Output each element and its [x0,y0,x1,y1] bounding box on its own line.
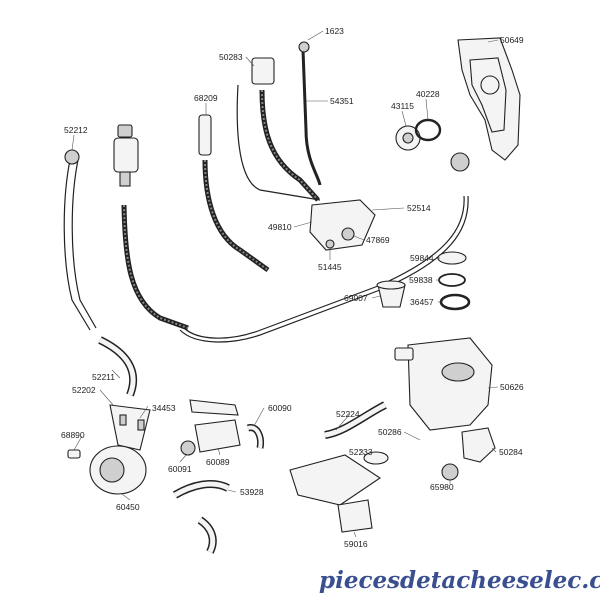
hose-52224-core [324,402,387,438]
label-59844: 59844 [410,253,434,263]
hose-53928-core [173,481,230,498]
part-center-body [113,137,139,173]
label-43115: 43115 [391,101,414,111]
part-60090-elbow-core [247,425,263,449]
part-59016-basin [289,454,381,506]
part-69007-rim [376,280,406,290]
part-number-labels: 1623 50649 50283 54351 68209 40228 43115… [61,26,524,549]
hose-50283 [259,89,320,202]
label-52233: 52233 [349,447,373,457]
part-50649-hole [480,75,500,95]
label-52211: 52211 [92,372,115,382]
part-50283-connector [251,57,275,85]
part-50626-tank [407,337,493,431]
part-50284-pump [461,427,496,463]
part-valve-top [450,152,470,172]
label-60091: 60091 [168,464,192,474]
label-59838: 59838 [409,275,433,285]
watermark-text: piecesdetacheeselec.com [319,567,600,594]
part-center-stem [119,171,131,187]
part-59838-ring [438,273,466,287]
hose-52211-core [98,337,136,396]
hose-center-core [123,204,189,329]
label-69007: 69007 [344,293,368,303]
hose-54351 [301,49,322,186]
part-65980-impeller [441,463,459,481]
part-50649-inner [469,57,507,133]
part-34453-screw-a [119,414,127,426]
label-47869: 47869 [366,235,390,245]
label-36457: 36457 [410,297,434,307]
part-60091-ring [180,440,196,456]
part-59844-cap [437,251,467,265]
part-34453-screw-b [137,419,145,431]
label-52202: 52202 [72,385,96,395]
hose-50283-core [261,89,319,201]
part-center-top [117,124,133,138]
label-50649: 50649 [500,35,524,45]
hose-68209 [202,159,270,273]
label-60089: 60089 [206,457,230,467]
label-60450: 60450 [116,502,140,512]
label-50626: 50626 [500,382,524,392]
label-59016: 59016 [344,539,368,549]
label-52224: 52224 [336,409,360,419]
part-52233-cap [363,451,389,465]
wire-50283 [236,84,321,201]
part-50626-opening [441,362,475,382]
part-40228-ring [414,118,442,142]
part-68209-tube [198,114,212,156]
part-52212-top [64,149,80,165]
label-40228: 40228 [416,89,440,99]
hose-center [121,204,189,331]
label-50284: 50284 [499,447,523,457]
part-47869-valve [341,227,355,241]
hose-52212-inner [71,159,97,329]
label-68209: 68209 [194,93,218,103]
label-53928: 53928 [240,487,264,497]
part-59016-outlet [337,499,373,533]
label-1623: 1623 [325,26,344,36]
part-51445-screw [325,239,335,249]
part-bracket-top [189,399,239,416]
part-50626-outlet [394,347,414,361]
fitting-1623 [298,41,310,53]
part-43115-gear-core [402,132,414,144]
part-60450-core [99,457,125,483]
leader-lines [71,30,499,538]
label-49810: 49810 [268,222,292,232]
part-36457-seal [439,293,471,311]
label-50286: 50286 [378,427,402,437]
label-60090: 60090 [268,403,292,413]
label-65980: 65980 [430,482,454,492]
label-52212: 52212 [64,125,88,135]
label-68890: 68890 [61,430,85,440]
label-50283: 50283 [219,52,243,62]
part-60089-valve [194,419,241,453]
hose-52212 [63,159,91,331]
part-68890-pin [67,449,81,459]
label-34453: 34453 [152,403,176,413]
label-52514: 52514 [407,203,431,213]
label-51445: 51445 [318,262,342,272]
hose-lower-core [198,517,216,554]
label-54351: 54351 [330,96,354,106]
part-49810-valve-block [309,199,376,251]
